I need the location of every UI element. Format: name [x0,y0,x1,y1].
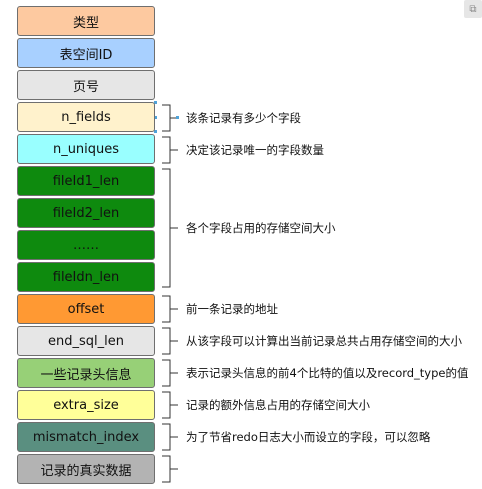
field-box: fileId1_len [17,166,155,196]
note-extra-size: 记录的额外信息占用的存储空间大小 [186,398,370,412]
field-box: 表空间ID [17,38,155,68]
note-offset: 前一条记录的地址 [186,302,278,316]
note-n-uniques: 决定该记录唯一的字段数量 [186,143,324,157]
bracket-n-fields [162,104,178,132]
field-box: mismatch_index [17,422,155,452]
note-n-fields: 该条记录有多少个字段 [186,111,301,125]
field-box: n_uniques [17,134,155,164]
field-box: fileIdn_len [17,262,155,292]
field-box: 记录的真实数据 [17,454,155,484]
bracket-offset [162,295,178,323]
field-box: 类型 [17,6,155,36]
copy-icon[interactable]: ⧉ [464,0,482,18]
field-box: …… [17,230,155,260]
field-box: offset [17,294,155,324]
bracket-field-lens [162,168,178,288]
field-box: 一些记录头信息 [17,358,155,388]
field-box: 页号 [17,70,155,100]
field-box: end_sql_len [17,326,155,356]
note-end-sql-len: 从该字段可以计算出当前记录总共占用存储空间的大小 [186,334,462,348]
note-field-lens: 各个字段占用的存储空间大小 [186,221,336,235]
bracket-extra-size [162,391,178,419]
field-box: fileId2_len [17,198,155,228]
bracket-real-data [162,455,178,483]
bracket-n-uniques [162,136,178,164]
note-mismatch-index: 为了节省redo日志大小而设立的字段，可以忽略 [186,430,431,444]
bracket-record-header [162,359,178,387]
field-box: extra_size [17,390,155,420]
note-record-header: 表示记录头信息的前4个比特的值以及record_type的值 [186,366,469,380]
bracket-end-sql-len [162,327,178,355]
bracket-mismatch-index [162,423,178,451]
field-box: n_fields [17,102,155,132]
